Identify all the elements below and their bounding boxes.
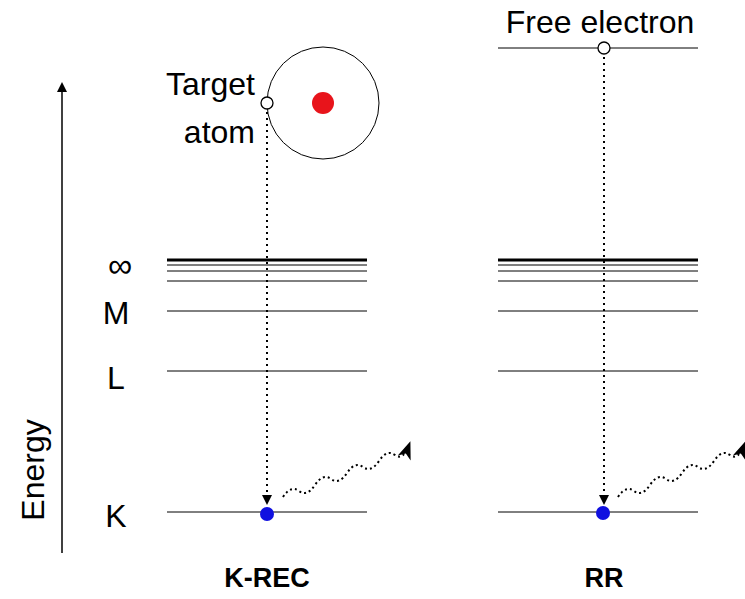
photon-wave: [283, 445, 409, 497]
nucleus: [312, 92, 334, 114]
free-electron-label: Free electron: [506, 6, 695, 38]
energy-axis: [61, 84, 63, 553]
photon-wave: [618, 445, 744, 497]
level-label: ∞: [108, 248, 132, 282]
atom-orbit: [267, 47, 379, 159]
energy-levels-left: [167, 260, 367, 512]
level-label: M: [103, 297, 130, 329]
panel-label: K-REC: [224, 565, 310, 592]
k-shell-electron: [596, 506, 610, 520]
capture-arrow: [603, 57, 605, 503]
atom-label: Target atom: [120, 60, 255, 156]
k-shell-electron: [260, 507, 274, 521]
bound-electron: [261, 97, 273, 109]
free-electron: [598, 42, 610, 54]
energy-levels-right: [498, 48, 698, 512]
capture-arrow: [266, 112, 268, 503]
level-label: L: [107, 362, 125, 394]
axis-label: Energy: [17, 419, 49, 520]
panel-label: RR: [585, 565, 624, 592]
level-label: K: [105, 500, 126, 532]
